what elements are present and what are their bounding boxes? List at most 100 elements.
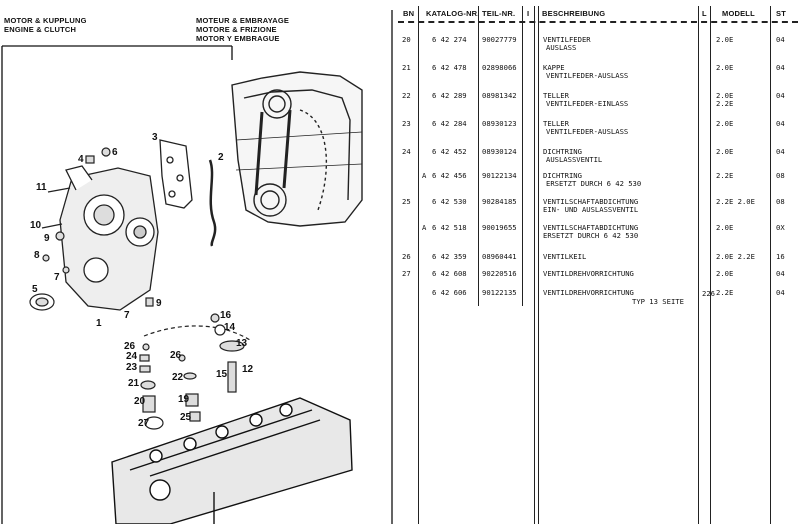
cell-katalog: 6 42 452 — [432, 147, 467, 156]
cell-modell: 2.0E 2.2E — [716, 252, 755, 261]
section-title-left: MOTOR & KUPPLUNG ENGINE & CLUTCH — [4, 16, 87, 34]
cell-desc-2: VENTILFEDER-AUSLASS — [546, 127, 629, 136]
cell-st: 04 — [776, 147, 785, 156]
callout-24: 24 — [126, 351, 138, 362]
cell-teil: 02898066 — [482, 63, 517, 72]
cell-katalog: 6 42 359 — [432, 252, 467, 261]
cell-bn: 24 — [402, 147, 411, 156]
cell-desc-1: VENTILKEIL — [543, 252, 587, 261]
cell-teil: 90220516 — [482, 269, 517, 278]
callout-1: 1 — [96, 318, 102, 329]
cell-desc-1: VENTILSCHAFTABDICHTUNG — [543, 223, 639, 232]
cell-katalog: 6 42 530 — [432, 197, 467, 206]
callout-14: 14 — [224, 322, 236, 333]
callout-7b: 7 — [124, 310, 130, 321]
callout-22: 22 — [172, 372, 184, 383]
cell-modell: 2.2E — [716, 171, 734, 180]
title-line-fr: MOTEUR & EMBRAYAGE — [196, 16, 290, 25]
cell-desc-1: VENTILFEDER — [543, 35, 591, 44]
callout-26a: 26 — [124, 341, 136, 352]
cell-modell: 2.0E — [716, 119, 734, 128]
parts-table: BN KATALOG-NR. TEIL-NR. I BESCHREIBUNG L… — [398, 0, 800, 524]
cell-teil: 90019655 — [482, 223, 517, 232]
cell-desc-1: DICHTRING — [543, 171, 582, 180]
title-line-1: MOTOR & KUPPLUNG — [4, 16, 87, 25]
cell-modell: 2.2E — [716, 288, 734, 297]
cell-desc-2: AUSLASSVENTIL — [546, 155, 603, 164]
cell-bn: 27 — [402, 269, 411, 278]
callout-9a: 9 — [44, 233, 50, 244]
cell-modell-2: 2.2E — [716, 99, 734, 108]
cell-desc-1: VENTILDREHVORRICHTUNG — [543, 288, 634, 297]
footer-page: 226 — [702, 289, 715, 298]
callout-2: 2 — [218, 152, 224, 163]
col-header-modell: MODELL — [722, 9, 755, 18]
col-rule — [538, 6, 539, 524]
cell-teil: 08960441 — [482, 252, 517, 261]
cell-teil: 08930123 — [482, 119, 517, 128]
callout-5: 5 — [32, 284, 38, 295]
gasket-drawing — [159, 139, 193, 209]
cell-modell: 2.0E — [716, 147, 734, 156]
col-header-i: I — [527, 9, 530, 18]
callout-27: 27 — [138, 418, 150, 429]
cell-katalog: 6 42 608 — [432, 269, 467, 278]
cell-modell: 2.0E — [716, 63, 734, 72]
col-header-bn: BN — [403, 9, 415, 18]
col-header-beschreibung: BESCHREIBUNG — [542, 9, 606, 18]
footer-typ: TYP 13 SEITE — [632, 297, 684, 306]
title-line-es: MOTOR Y EMBRAGUE — [196, 34, 280, 43]
cylinder-head-drawing — [111, 397, 353, 524]
section-title-center: MOTEUR & EMBRAYAGE MOTORE & FRIZIONE MOT… — [196, 16, 289, 43]
cell-desc-1: KAPPE — [543, 63, 565, 72]
col-rule — [522, 6, 523, 306]
cell-teil: 08930124 — [482, 147, 517, 156]
front-cover-drawing — [59, 165, 159, 311]
cell-prefix: A — [422, 171, 427, 180]
cell-teil: 90284185 — [482, 197, 517, 206]
cell-katalog: 6 42 274 — [432, 35, 467, 44]
col-rule — [710, 6, 711, 524]
callout-25: 25 — [180, 412, 192, 423]
cell-desc-2: EIN- UND AUSLASSVENTIL — [543, 205, 639, 214]
col-rule — [418, 6, 419, 524]
cell-bn: 23 — [402, 119, 411, 128]
cell-st: 04 — [776, 35, 785, 44]
callout-4: 4 — [78, 154, 84, 165]
cell-st: 04 — [776, 288, 785, 297]
title-line-it: MOTORE & FRIZIONE — [196, 25, 277, 34]
cell-modell: 2.0E — [716, 223, 734, 232]
cell-st: 04 — [776, 269, 785, 278]
cell-prefix: A — [422, 223, 427, 232]
exploded-parts-illustration: 1 2 3 4 5 6 7 7 8 9 9 10 11 12 13 14 15 … — [1, 10, 393, 524]
cell-bn: 25 — [402, 197, 411, 206]
timing-cover-drawing — [231, 71, 363, 227]
cell-desc-2: ERSETZT DURCH 6 42 530 — [543, 231, 639, 240]
callout-6: 6 — [112, 147, 118, 158]
valve-parts-drawing — [139, 313, 251, 430]
cell-modell: 2.0E — [716, 269, 734, 278]
cell-desc-1: TELLER — [543, 119, 569, 128]
seal-strip-drawing — [208, 159, 217, 247]
col-rule — [478, 6, 479, 306]
cell-desc-1: TELLER — [543, 91, 569, 100]
cell-katalog: 6 42 478 — [432, 63, 467, 72]
cell-desc-2: ERSETZT DURCH 6 42 530 — [546, 179, 642, 188]
callout-11: 11 — [36, 182, 47, 193]
cell-katalog: 6 42 606 — [432, 288, 467, 297]
cell-katalog: 6 42 284 — [432, 119, 467, 128]
cell-teil: 08981342 — [482, 91, 517, 100]
col-header-teil: TEIL-NR. — [482, 9, 516, 18]
callout-12: 12 — [242, 364, 254, 375]
callout-15: 15 — [216, 369, 228, 380]
col-header-l: L — [702, 9, 707, 18]
callout-19: 19 — [178, 394, 190, 405]
cell-katalog: 6 42 518 — [432, 223, 467, 232]
cell-desc-2: VENTILFEDER-AUSLASS — [546, 71, 629, 80]
header-rule — [398, 21, 798, 23]
cell-st: 08 — [776, 171, 785, 180]
cell-desc-1: VENTILDREHVORRICHTUNG — [543, 269, 634, 278]
callout-9b: 9 — [156, 298, 162, 309]
cell-modell: 2.0E — [716, 35, 734, 44]
col-header-katalog: KATALOG-NR. — [426, 9, 480, 18]
